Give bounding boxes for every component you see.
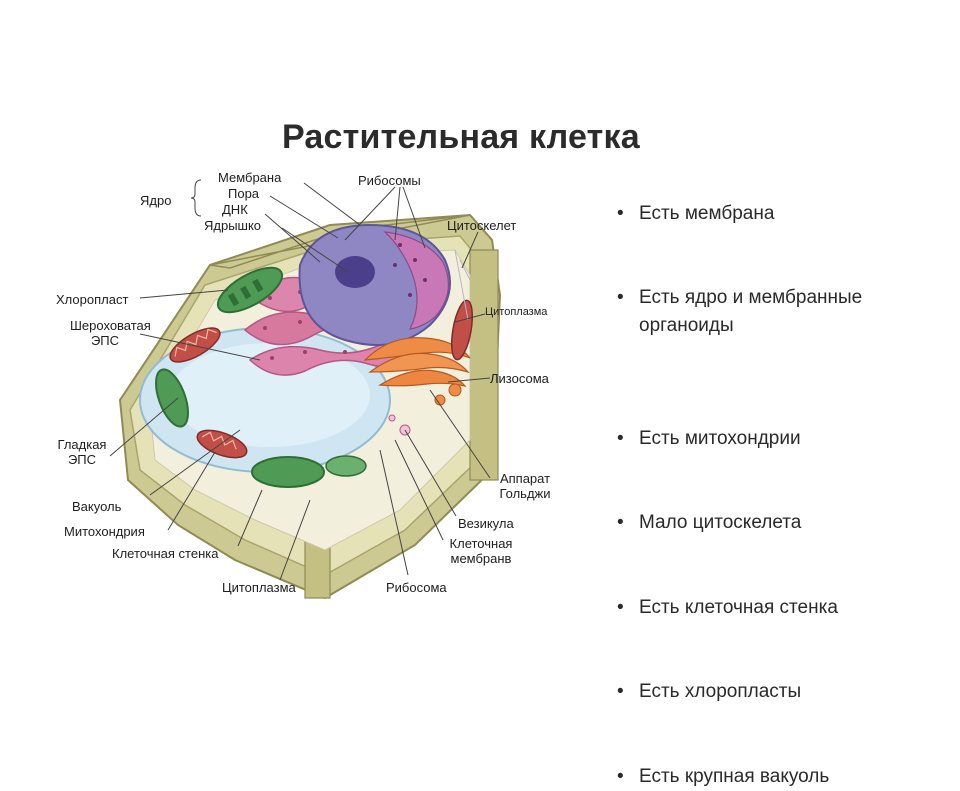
label-cell-wall: Клеточная стенка (112, 546, 218, 561)
bullet-dot: • (617, 200, 624, 228)
label-ribosome-bottom: Рибосома (386, 580, 447, 595)
feature-item: •Есть митохондрии (615, 425, 945, 453)
label-cell-membrane: Клеточная мембранв (440, 536, 522, 566)
bullet-dot: • (617, 763, 624, 791)
label-cytoplasm-top: Цитоплазма (485, 305, 547, 320)
nucleus (300, 225, 450, 345)
label-dna: ДНК (222, 202, 248, 217)
bullet-dot: • (617, 594, 624, 622)
feature-item: •Мало цитоскелета (615, 509, 945, 537)
label-vacuole: Вакуоль (72, 499, 121, 514)
feature-item: •Есть крупная вакуоль (615, 763, 945, 791)
label-pore: Пора (228, 186, 259, 201)
feature-list: •Есть мембрана •Есть ядро и мембранные о… (615, 200, 945, 424)
feature-item: •Есть хлоропласты (615, 678, 945, 706)
label-golgi: Аппарат Гольджи (490, 471, 560, 501)
label-ribosomes: Рибосомы (358, 173, 421, 188)
label-cytoplasm-bottom: Цитоплазма (222, 580, 296, 595)
bullet-dot: • (617, 284, 624, 312)
label-vesicle: Везикула (458, 516, 514, 531)
label-chloroplast: Хлоропласт (56, 292, 128, 307)
label-nucleus: Ядро (140, 193, 171, 208)
bullet-dot: • (617, 425, 624, 453)
label-cytoskeleton: Цитоскелет (447, 218, 516, 233)
bullet-dot: • (617, 678, 624, 706)
feature-item: •Есть ядро и мембранные органоиды (615, 284, 945, 340)
label-mitochondrion: Митохондрия (64, 524, 145, 539)
nucleolus (335, 256, 375, 288)
feature-item: •Есть мембрана (615, 200, 945, 228)
label-membrane: Мембрана (218, 170, 281, 185)
label-lysosome: Лизосома (490, 371, 549, 386)
label-smooth-er: Гладкая ЭПС (52, 437, 112, 467)
bullet-dot: • (617, 509, 624, 537)
label-nucleolus: Ядрышко (204, 218, 261, 233)
label-rough-er: Шероховатая ЭПС (70, 318, 140, 348)
feature-item: •Есть клеточная стенка (615, 594, 945, 622)
